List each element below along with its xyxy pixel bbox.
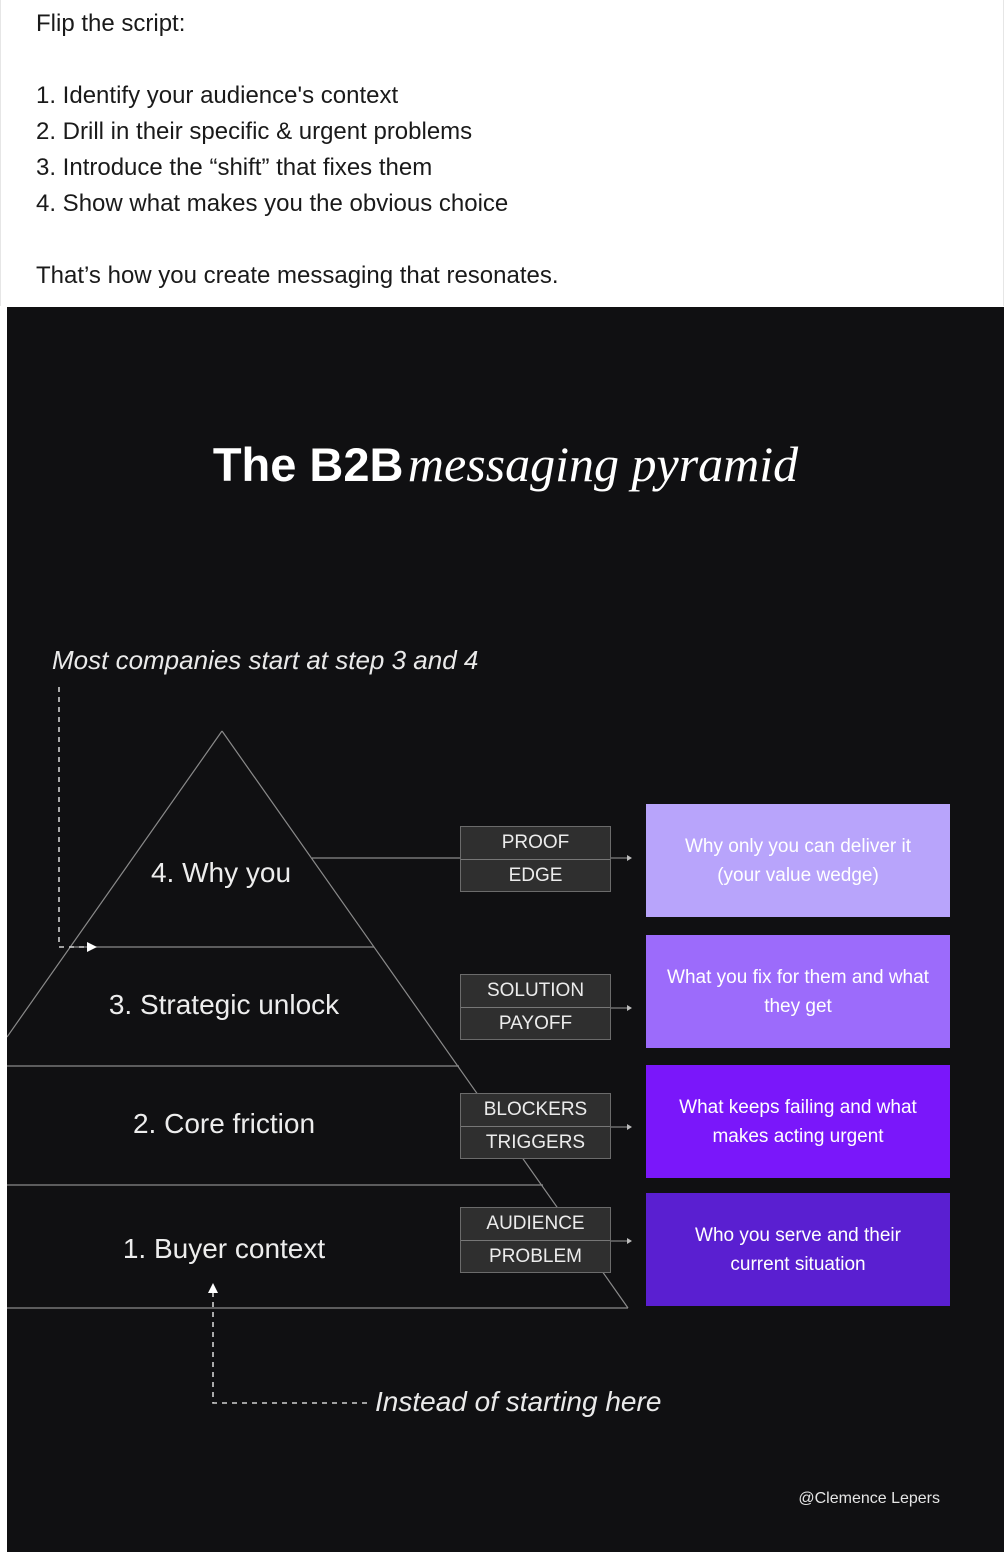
tag-triggers: TRIGGERS — [485, 1132, 586, 1153]
tag-box-2: BLOCKERS TRIGGERS — [460, 1093, 611, 1159]
arrowhead-1 — [627, 1238, 632, 1244]
card-why-you-text: Why only you can deliver it (your value … — [685, 835, 911, 886]
card-core-friction: What keeps failing and what makes acting… — [646, 1065, 950, 1178]
card-strategic-unlock-text: What you fix for them and what they get — [667, 966, 929, 1017]
level-label-4: 4. Why you — [150, 857, 292, 888]
level-label-2: 2. Core friction — [132, 1108, 316, 1139]
arrowhead-4 — [627, 855, 632, 861]
tag-edge: EDGE — [508, 865, 563, 886]
tag-box-1: AUDIENCE PROBLEM — [460, 1207, 611, 1273]
top-dashed-arrow — [58, 687, 87, 948]
pyramid-graphic: The B2B messaging pyramid Most companies… — [7, 307, 1004, 1552]
post-text: Flip the script: 1. Identify your audien… — [0, 0, 1004, 306]
post-step-1: 1. Identify your audience's context — [36, 82, 399, 109]
graphic-title-bold: The B2B — [212, 438, 404, 491]
bottom-note: Instead of starting here — [375, 1386, 662, 1417]
card-why-you: Why only you can deliver it (your value … — [646, 804, 950, 917]
card-core-friction-text: What keeps failing and what makes acting… — [679, 1096, 917, 1147]
tag-box-3: SOLUTION PAYOFF — [460, 974, 611, 1040]
arrowhead-3 — [627, 1005, 632, 1011]
tag-problem: PROBLEM — [489, 1246, 582, 1267]
bottom-dashed-arrow — [212, 1292, 369, 1404]
post-step-3: 3. Introduce the “shift” that fixes them — [36, 154, 433, 181]
author-credit: @Clemence Lepers — [798, 1490, 940, 1507]
graphic-subtitle: Most companies start at step 3 and 4 — [52, 645, 479, 675]
level-label-3: 3. Strategic unlock — [108, 989, 340, 1020]
pyramid-left-edge — [7, 730, 223, 1038]
bottom-dashed-arrowhead — [208, 1283, 218, 1293]
tag-proof: PROOF — [461, 827, 610, 860]
post-intro: Flip the script: — [36, 10, 186, 37]
arrowhead-2 — [627, 1124, 632, 1130]
card-buyer-context-text: Who you serve and their current situatio… — [695, 1224, 901, 1275]
card-buyer-context: Who you serve and their current situatio… — [646, 1193, 950, 1306]
tag-solution: SOLUTION — [461, 975, 610, 1008]
tag-payoff: PAYOFF — [498, 1013, 573, 1034]
card-strategic-unlock: What you fix for them and what they get — [646, 935, 950, 1048]
tag-box-4: PROOF EDGE — [460, 826, 611, 892]
tag-blockers: BLOCKERS — [461, 1094, 610, 1127]
post-step-2: 2. Drill in their specific & urgent prob… — [36, 118, 473, 145]
top-dashed-arrowhead — [87, 942, 97, 952]
level-label-1: 1. Buyer context — [122, 1233, 326, 1264]
pyramid-diagram — [7, 687, 632, 1404]
tag-audience: AUDIENCE — [461, 1208, 610, 1241]
post-conclusion: That’s how you create messaging that res… — [36, 262, 559, 289]
graphic-title-italic: messaging pyramid — [407, 436, 799, 492]
post-step-4: 4. Show what makes you the obvious choic… — [36, 190, 509, 217]
graphic-title: The B2B messaging pyramid — [7, 435, 1004, 493]
